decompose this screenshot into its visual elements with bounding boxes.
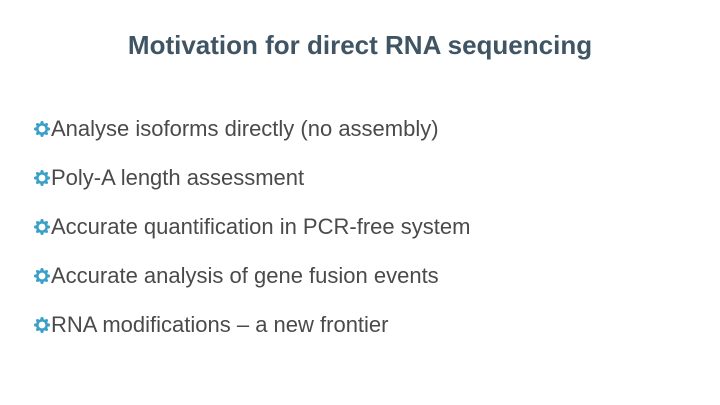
gear-bullet-icon (34, 268, 50, 284)
gear-bullet-icon (34, 317, 50, 333)
bullet-item: Analyse isoforms directly (no assembly) (34, 114, 470, 144)
bullet-text: Poly-A length assessment (51, 165, 305, 190)
bullet-list: Analyse isoforms directly (no assembly) (34, 114, 470, 359)
bullet-item: Poly-A length assessment (34, 163, 470, 193)
bullet-item: RNA modifications – a new frontier (34, 310, 470, 340)
bullet-text: Accurate quantification in PCR-free syst… (51, 214, 471, 239)
slide-title: Motivation for direct RNA sequencing (127, 30, 593, 60)
gear-bullet-icon (34, 170, 50, 186)
gear-bullet-icon (34, 219, 50, 235)
gear-bullet-icon (34, 121, 50, 137)
bullet-item: Accurate analysis of gene fusion events (34, 261, 470, 291)
bullet-item: Accurate quantification in PCR-free syst… (34, 212, 470, 242)
bullet-text: RNA modifications – a new frontier (51, 312, 389, 337)
bullet-text: Analyse isoforms directly (no assembly) (51, 116, 439, 141)
bullet-text: Accurate analysis of gene fusion events (51, 263, 439, 288)
